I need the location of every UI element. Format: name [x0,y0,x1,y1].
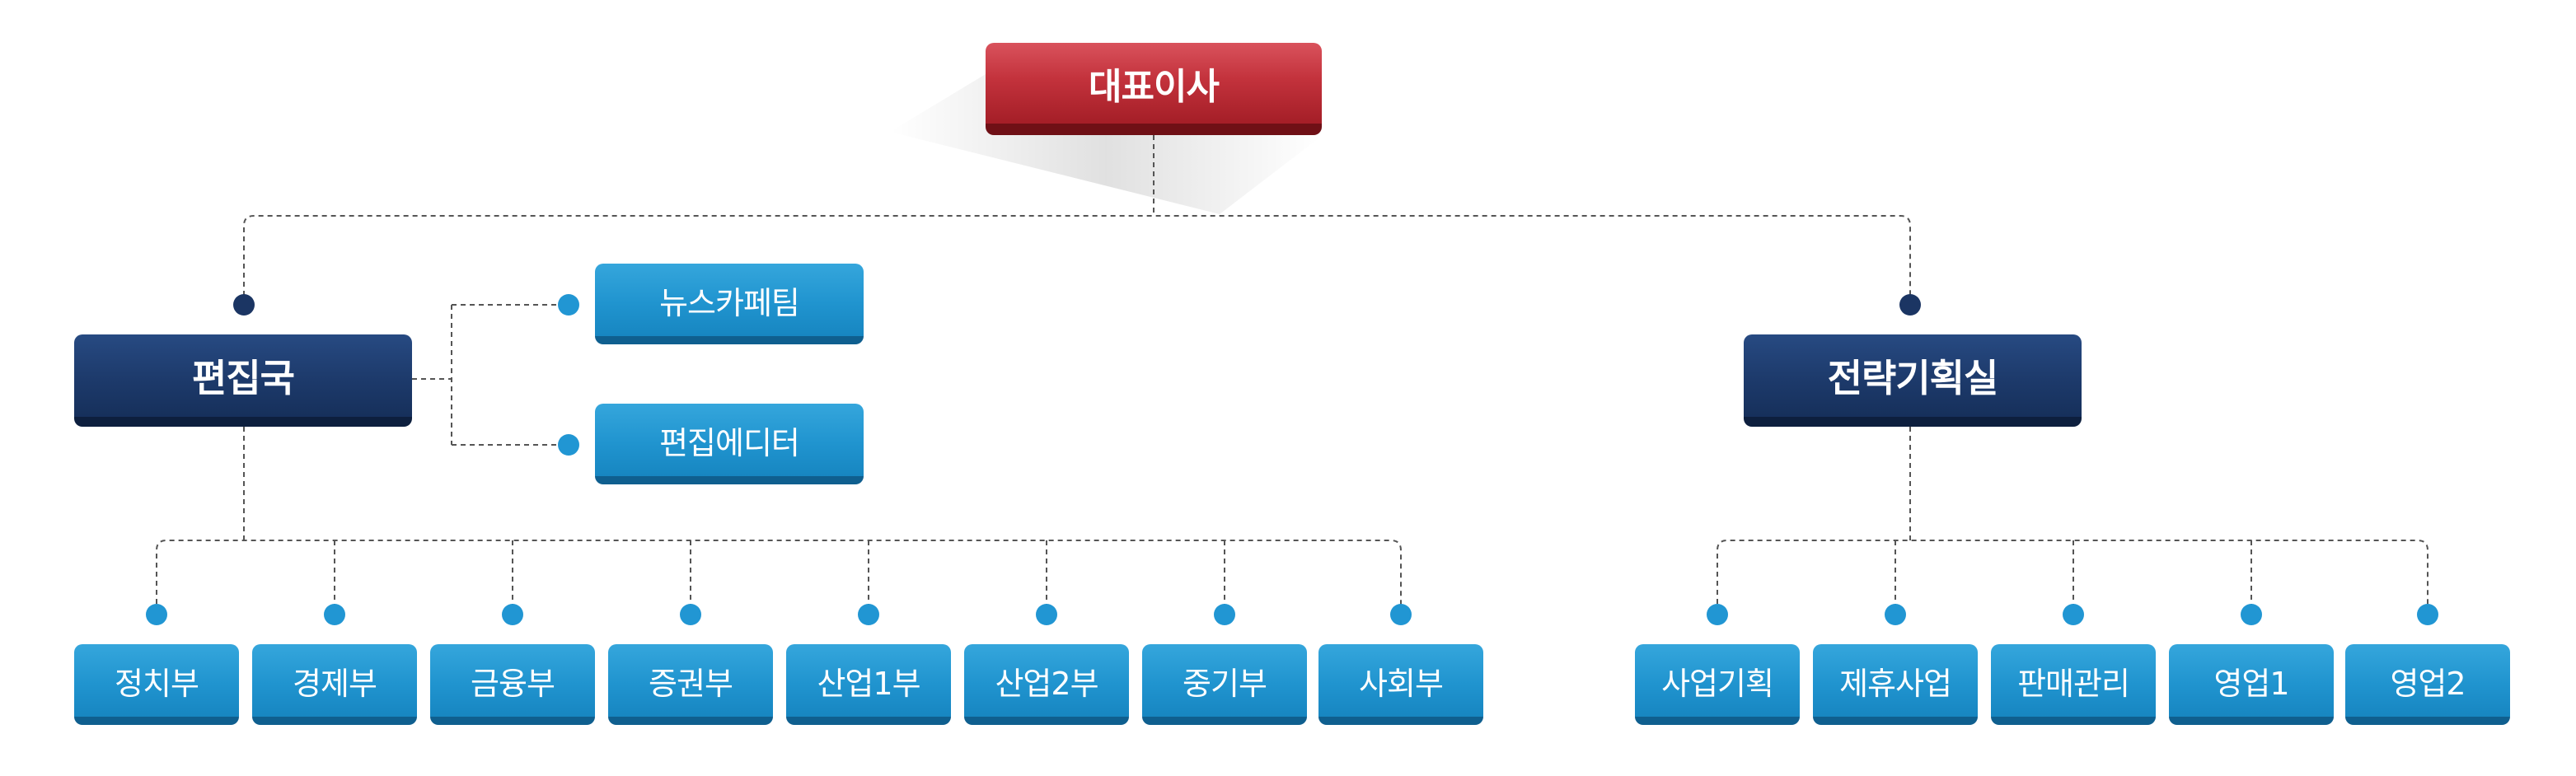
dot-sub-1 [146,604,167,625]
team-editor-label: 편집에디터 [659,424,800,461]
strategy-subunit-box: 영업1 [2169,644,2334,725]
editorial-subunit-label: 경제부 [293,665,377,702]
team-news-cafe-box: 뉴스카페팀 [595,264,864,344]
strategy-subunit-box: 판매관리 [1991,644,2156,725]
dot-strat-sub-2 [1885,604,1906,625]
dot-sub-7 [1214,604,1235,625]
connector-edit-to-teams [412,304,569,446]
dot-strat-sub-3 [2063,604,2084,625]
editorial-subunit-label: 산업2부 [995,665,1098,702]
dot-strat [1899,294,1921,316]
strategy-subunit-label: 제휴사업 [1839,665,1952,702]
editorial-subunit-label: 산업1부 [817,665,920,702]
dot-team-editor [558,434,579,456]
dot-strat-sub-1 [1707,604,1728,625]
department-editorial-box: 편집국 [74,334,412,427]
editorial-subunit-box: 증권부 [608,644,773,725]
strategy-subunit-box: 제휴사업 [1813,644,1978,725]
connector-strat-drops [1895,540,2252,613]
ceo-label: 대표이사 [1089,66,1220,108]
strategy-subunit-label: 영업2 [2390,665,2466,702]
connector-edit-bus [156,540,1402,613]
dot-sub-8 [1390,604,1412,625]
editorial-subunit-box: 금융부 [430,644,595,725]
dot-sub-3 [502,604,523,625]
editorial-subunit-label: 금융부 [471,665,555,702]
editorial-subunit-box: 정치부 [74,644,239,725]
editorial-subunit-box: 경제부 [252,644,417,725]
editorial-subunit-box: 사회부 [1318,644,1483,725]
team-news-cafe-label: 뉴스카페팀 [659,284,800,321]
dot-strat-sub-4 [2241,604,2262,625]
dot-edit [233,294,255,316]
editorial-subunit-box: 중기부 [1142,644,1307,725]
editorial-subunit-label: 정치부 [115,665,199,702]
department-strategy-label: 전략기획실 [1827,356,1999,400]
dot-sub-2 [324,604,345,625]
department-editorial-label: 편집국 [192,356,295,400]
strategy-subunit-label: 사업기획 [1661,665,1774,702]
editorial-subunit-label: 중기부 [1183,665,1267,702]
connector-lines [156,135,2428,613]
department-strategy-box: 전략기획실 [1744,334,2082,427]
strategy-subunit-box: 영업2 [2345,644,2510,725]
connector-dots [146,294,2438,625]
ceo-box: 대표이사 [986,43,1322,135]
team-editor-box: 편집에디터 [595,404,864,484]
dot-sub-4 [680,604,701,625]
strategy-subunit-box: 사업기획 [1635,644,1800,725]
connector-strat-bus [1717,540,2428,613]
editorial-subunit-label: 증권부 [649,665,733,702]
editorial-subunit-box: 산업2부 [964,644,1129,725]
dot-sub-6 [1036,604,1057,625]
strategy-subunit-label: 영업1 [2213,665,2289,702]
dot-strat-sub-5 [2417,604,2438,625]
dot-sub-5 [858,604,879,625]
connector-edit-drops [334,540,1225,613]
dot-team-news [558,294,579,316]
connector-top-bus [243,215,1911,305]
editorial-subunit-box: 산업1부 [786,644,951,725]
editorial-subunit-label: 사회부 [1359,665,1444,702]
strategy-subunit-label: 판매관리 [2017,665,2130,702]
